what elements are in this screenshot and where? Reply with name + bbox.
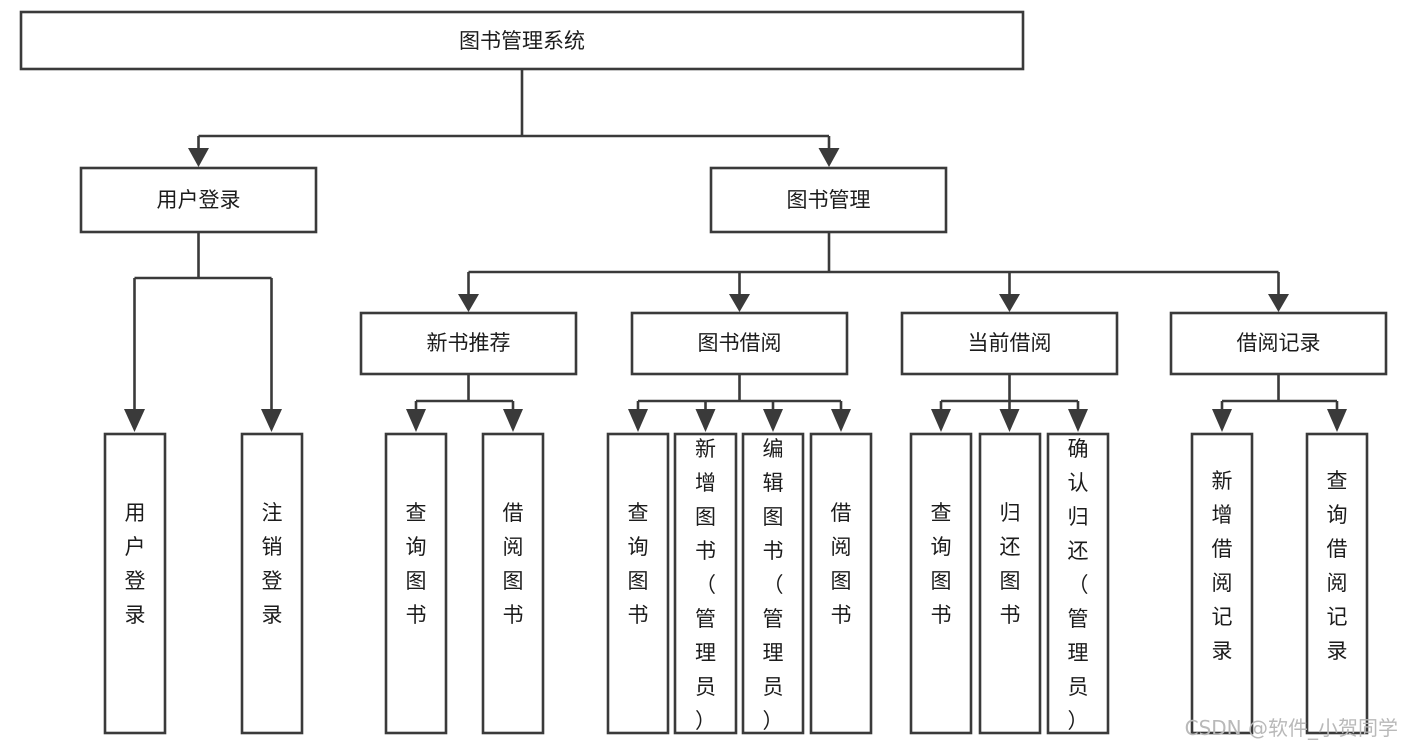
leaf-cb-confirm-return-label: 确认归还（管理员）: [1068, 437, 1089, 733]
arrowhead-br-leaf-1: [1212, 409, 1232, 432]
node-borrow-record-box[interactable]: [1169, 311, 1388, 376]
leaf-bb-query-book-box[interactable]: [606, 432, 670, 735]
node-borrow-record[interactable]: 借阅记录: [1169, 311, 1388, 376]
leaf-node[interactable]: 借阅图书: [809, 432, 873, 735]
node-root-box[interactable]: [19, 10, 1025, 71]
leaf-nbr-query-book-label: 查询图书: [406, 501, 427, 627]
leaf-node[interactable]: 新增借阅记录: [1190, 432, 1254, 735]
leaf-cb-confirm-return-box[interactable]: [1046, 432, 1110, 735]
arrowhead-current-borrow: [999, 294, 1020, 312]
arrowhead-br-leaf-2: [1327, 409, 1347, 432]
node-current-borrow-label: 当前借阅: [968, 331, 1052, 355]
leaf-bb-borrow-book-label: 借阅图书: [831, 501, 852, 627]
arrowhead-borrow-record: [1268, 294, 1289, 312]
leaf-node[interactable]: 新增图书（管理员）: [673, 432, 738, 735]
leaf-node[interactable]: 借阅图书: [481, 432, 545, 735]
node-book-borrow-box[interactable]: [630, 311, 849, 376]
leaf-logout-label: 注销登录: [262, 501, 283, 627]
node-user-login-label: 用户登录: [157, 188, 241, 212]
arrowhead-leaf-logout: [261, 409, 282, 432]
leaf-nbr-query-book-box[interactable]: [384, 432, 448, 735]
leaf-logout-box[interactable]: [240, 432, 304, 735]
node-current-borrow[interactable]: 当前借阅: [900, 311, 1119, 376]
node-book-borrow-label: 图书借阅: [698, 331, 782, 355]
leaf-cb-return-book-box[interactable]: [978, 432, 1042, 735]
leaf-node[interactable]: 确认归还（管理员）: [1046, 432, 1110, 735]
leaf-nbr-borrow-book-box[interactable]: [481, 432, 545, 735]
leaf-bb-edit-book-label: 编辑图书（管理员）: [763, 437, 784, 733]
leaf-user-login-box[interactable]: [103, 432, 167, 735]
arrowhead-new-book-rec: [458, 294, 479, 312]
leaf-bb-borrow-book-box[interactable]: [809, 432, 873, 735]
leaf-nodes-group: 用户登录 注销登录 查询图书 借阅图书 查询图书 新增图书（管理员）: [103, 432, 1369, 735]
leaf-bb-query-book-label: 查询图书: [628, 501, 649, 627]
leaf-bb-edit-book-box[interactable]: [741, 432, 805, 735]
arrowhead-bb-leaf-2: [695, 409, 716, 432]
node-current-borrow-box[interactable]: [900, 311, 1119, 376]
leaf-bb-add-book-box[interactable]: [673, 432, 738, 735]
leaf-node[interactable]: 查询借阅记录: [1305, 432, 1369, 735]
leaf-cb-query-book-label: 查询图书: [931, 501, 952, 627]
watermark-label: CSDN @软件_小贺同学: [1185, 716, 1398, 740]
leaf-node[interactable]: 用户登录: [103, 432, 167, 735]
leaf-br-query-record-label: 查询借阅记录: [1327, 469, 1348, 663]
leaf-node[interactable]: 编辑图书（管理员）: [741, 432, 805, 735]
node-root-label: 图书管理系统: [459, 29, 585, 53]
node-book-management[interactable]: 图书管理: [709, 166, 948, 234]
arrowhead-nbr-leaf-2: [503, 409, 523, 432]
node-root[interactable]: 图书管理系统: [19, 10, 1025, 71]
leaf-cb-query-book-box[interactable]: [909, 432, 973, 735]
arrowhead-bb-leaf-3: [763, 409, 783, 432]
leaf-node[interactable]: 查询图书: [909, 432, 973, 735]
arrowhead-user-login: [188, 148, 209, 167]
arrowhead-nbr-leaf-1: [406, 409, 426, 432]
connectors-group: [133, 69, 1339, 409]
leaf-node[interactable]: 查询图书: [606, 432, 670, 735]
node-user-login-box[interactable]: [79, 166, 318, 234]
node-borrow-record-label: 借阅记录: [1237, 331, 1321, 355]
leaf-br-query-record-box[interactable]: [1305, 432, 1369, 735]
arrowhead-cb-leaf-2: [999, 409, 1020, 432]
node-book-management-box[interactable]: [709, 166, 948, 234]
leaf-user-login-label: 用户登录: [125, 501, 146, 627]
arrowhead-book-borrow: [729, 294, 750, 312]
leaf-node[interactable]: 归还图书: [978, 432, 1042, 735]
arrowhead-cb-leaf-1: [931, 409, 951, 432]
node-new-book-recommend-box[interactable]: [359, 311, 578, 376]
node-book-management-label: 图书管理: [787, 188, 871, 212]
node-new-book-recommend[interactable]: 新书推荐: [359, 311, 578, 376]
leaf-nbr-borrow-book-label: 借阅图书: [503, 501, 524, 627]
leaf-node[interactable]: 查询图书: [384, 432, 448, 735]
arrowhead-bb-leaf-4: [831, 409, 851, 432]
arrowhead-book-management: [818, 148, 840, 167]
arrowhead-leaf-user-login: [124, 409, 145, 432]
arrowhead-bb-leaf-1: [628, 409, 648, 432]
node-user-login[interactable]: 用户登录: [79, 166, 318, 234]
leaf-br-add-record-box[interactable]: [1190, 432, 1254, 735]
leaf-node[interactable]: 注销登录: [240, 432, 304, 735]
leaf-bb-add-book-label: 新增图书（管理员）: [695, 437, 716, 733]
arrowhead-cb-leaf-3: [1068, 409, 1088, 432]
arrowheads-group: [124, 148, 1347, 432]
node-new-book-recommend-label: 新书推荐: [427, 331, 511, 355]
node-book-borrow[interactable]: 图书借阅: [630, 311, 849, 376]
leaf-br-add-record-label: 新增借阅记录: [1212, 469, 1233, 663]
leaf-cb-return-book-label: 归还图书: [1000, 501, 1021, 627]
